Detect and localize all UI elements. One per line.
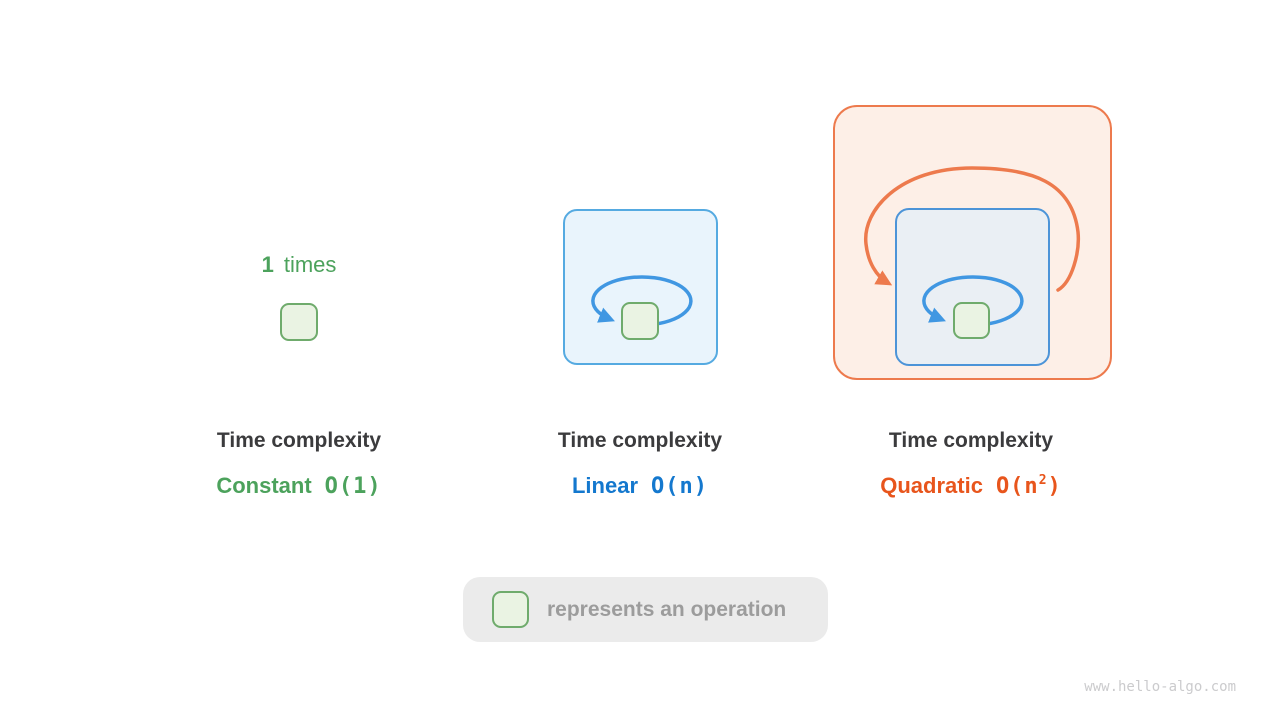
constant-complexity-label: Constant O(1) — [149, 473, 449, 499]
constant-times-label: 1 times — [199, 252, 399, 278]
quadratic-exponent: 2 — [1038, 472, 1048, 488]
quadratic-big-o: O(n2) — [995, 472, 1062, 499]
constant-big-o: O(1) — [324, 474, 382, 499]
quadratic-inner-loop-panel — [895, 208, 1050, 366]
constant-name: Constant — [216, 473, 312, 498]
legend: represents an operation — [463, 577, 828, 642]
watermark: www.hello-algo.com — [1084, 679, 1236, 695]
operation-box-icon — [492, 591, 529, 628]
constant-times-count: 1 — [261, 252, 274, 277]
quadratic-complexity-label: Quadratic O(n2) — [821, 473, 1121, 499]
quadratic-name: Quadratic — [880, 473, 983, 498]
quadratic-title: Time complexity — [888, 429, 1054, 452]
constant-title: Time complexity — [216, 429, 382, 452]
linear-big-o: O(n) — [651, 474, 708, 499]
operation-box-icon — [280, 303, 318, 341]
operation-box-icon — [621, 302, 659, 340]
linear-loop-panel — [563, 209, 718, 365]
legend-text: represents an operation — [547, 597, 787, 621]
operation-box-icon — [953, 302, 990, 339]
linear-name: Linear — [571, 473, 639, 498]
linear-title: Time complexity — [557, 429, 723, 452]
linear-complexity-label: Linear O(n) — [490, 473, 790, 499]
constant-times-word: times — [283, 252, 337, 277]
